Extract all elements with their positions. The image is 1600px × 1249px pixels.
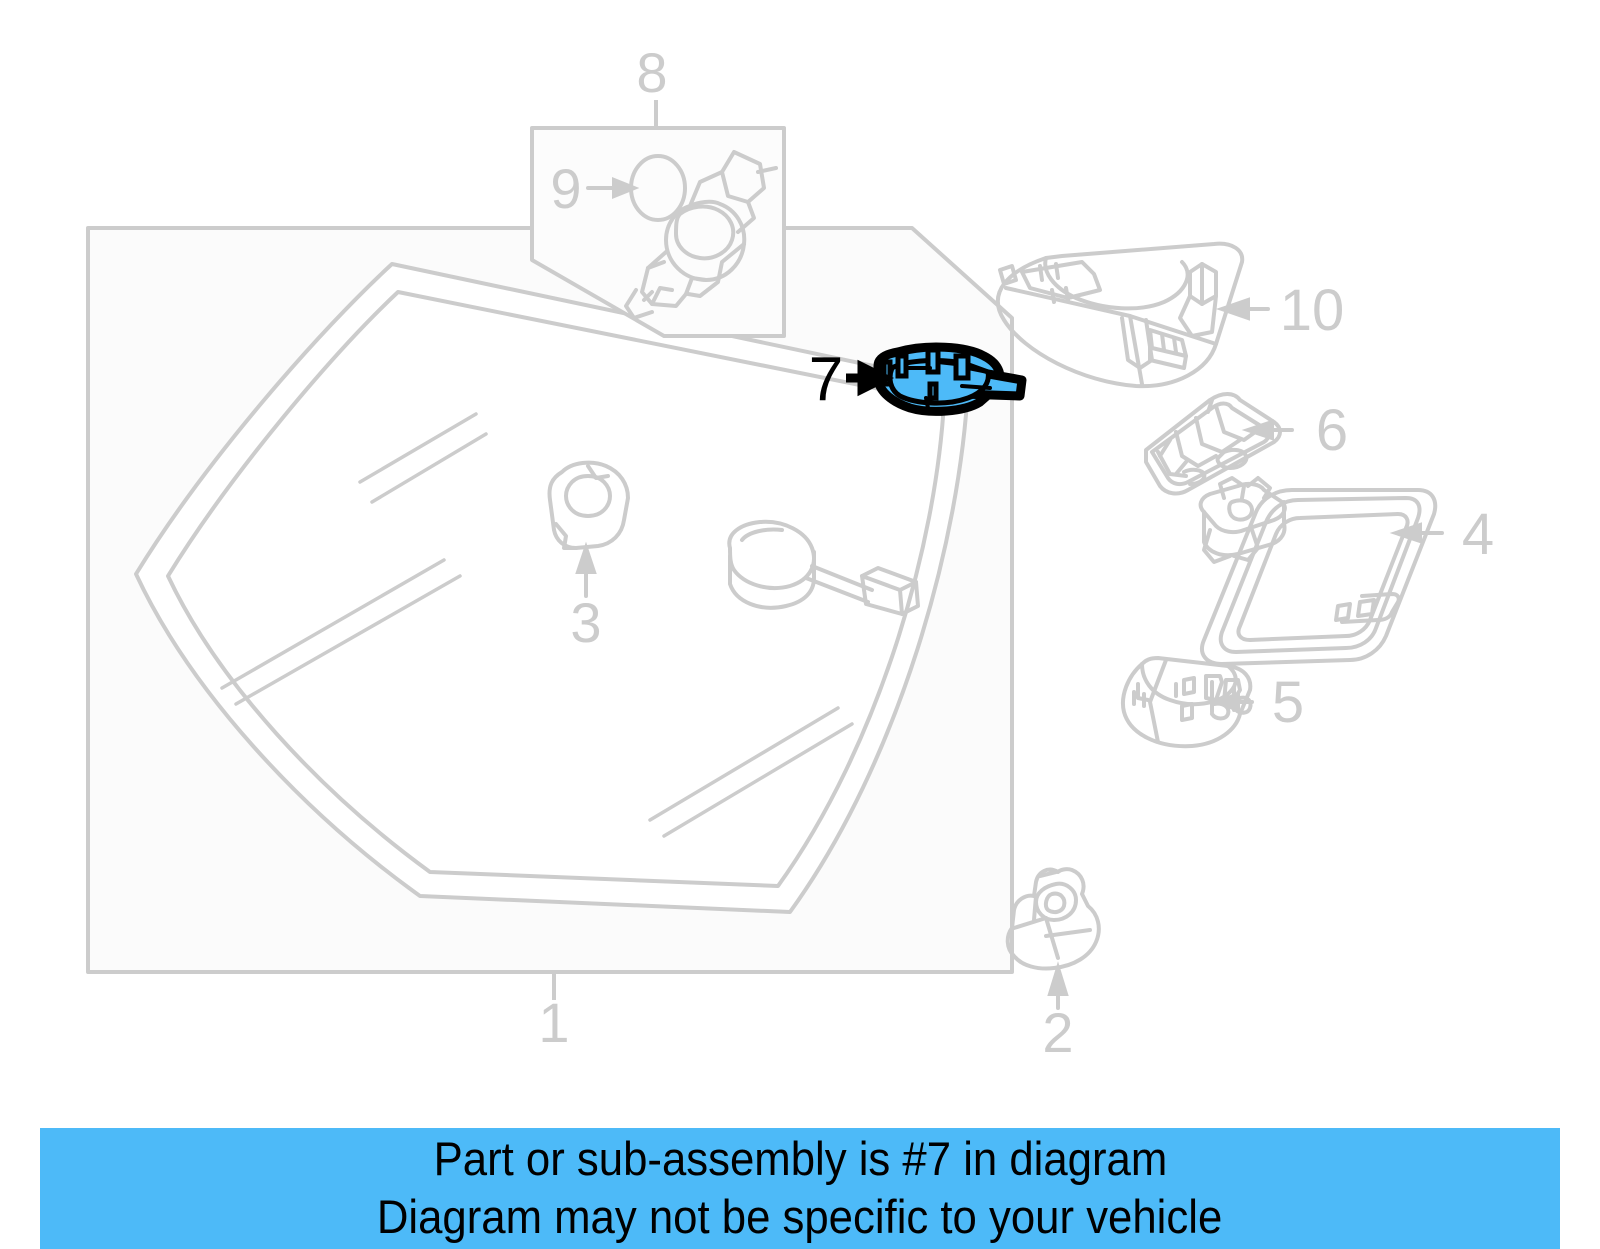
callout-8-label: 8	[636, 41, 667, 104]
notice-banner-line-1: Part or sub-assembly is #7 in diagram	[433, 1132, 1167, 1185]
callout-2-arrow	[1047, 961, 1069, 1010]
callout-4-arrow	[1389, 522, 1444, 544]
part-2-rain-sensor-bracket	[1005, 867, 1101, 971]
part-10-overhead-console-housing	[996, 241, 1245, 389]
part-3-mirror-mount-button	[547, 460, 630, 550]
callout-3-arrow	[575, 541, 597, 598]
notice-banner-line-2: Diagram may not be specific to your vehi…	[377, 1190, 1223, 1243]
parts-diagram-illustration: 1 3	[86, 41, 1494, 1064]
part-8-detail-inset-box	[530, 126, 786, 338]
rain-sensor-on-glass	[727, 519, 920, 616]
callout-10-arrow	[1215, 297, 1270, 321]
part-4-inside-rear-view-mirror	[1200, 488, 1438, 666]
callout-10-label: 10	[1280, 278, 1345, 343]
callout-6-arrow	[1241, 419, 1294, 441]
notice-banner: Part or sub-assembly is #7 in diagram Di…	[40, 1128, 1560, 1249]
callout-3-label: 3	[570, 591, 601, 654]
callout-9-label: 9	[550, 157, 581, 220]
callout-1-label: 1	[538, 991, 569, 1054]
inset-sensor-body	[624, 150, 778, 320]
part-7-mirror-housing-bracket	[873, 342, 1027, 416]
callout-9-arrow	[586, 177, 640, 199]
callout-2-label: 2	[1042, 1001, 1073, 1064]
callout-7-arrow	[846, 359, 895, 397]
windshield-reflection-lines	[220, 412, 854, 838]
callout-7-label: 7	[809, 345, 843, 414]
callout-5-label: 5	[1272, 670, 1304, 735]
callout-6-label: 6	[1316, 398, 1348, 463]
part-1-windshield-glass	[86, 226, 1014, 974]
callout-5-arrow	[1212, 691, 1254, 713]
callout-4-label: 4	[1462, 502, 1494, 567]
